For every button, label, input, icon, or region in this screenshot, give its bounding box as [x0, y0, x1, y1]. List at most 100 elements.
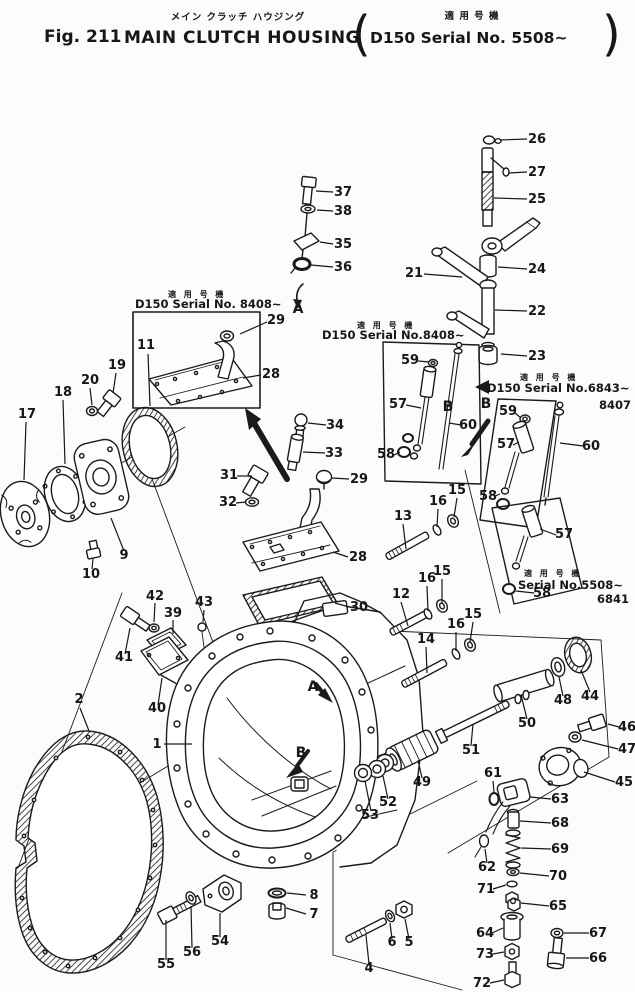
leader-line-19: [112, 372, 117, 394]
part-label-38: 38: [334, 204, 352, 219]
leader-line-24: [497, 266, 528, 270]
leader-line-60: [559, 442, 584, 447]
part-label-31: 31: [220, 468, 238, 483]
serial-box4-label: Serial No.5508~: [518, 578, 623, 592]
shaft-and-pump-cluster: [353, 636, 607, 787]
part-label-44: 44: [581, 689, 599, 704]
part-label-22: 22: [528, 304, 546, 319]
leader-line-21: [423, 273, 463, 278]
part-label-27: 27: [528, 165, 546, 180]
part-label-26: 26: [528, 132, 546, 147]
leader-line-10: [91, 558, 94, 570]
leader-line-13: [402, 523, 407, 550]
part-label-66: 66: [589, 951, 607, 966]
leader-line-42: [153, 602, 156, 623]
part-label-39: 39: [164, 606, 182, 621]
part-label-45: 45: [615, 775, 633, 790]
part-label-28: 28: [349, 550, 367, 565]
part-label-20: 20: [81, 373, 99, 388]
part-label-42: 42: [146, 589, 164, 604]
leader-line-61: [492, 780, 495, 793]
leader-line-8: [286, 892, 307, 896]
part-label-29: 29: [267, 313, 285, 328]
part-label-41: 41: [115, 650, 133, 665]
leader-line-29: [239, 321, 268, 335]
leader-line-57: [405, 404, 422, 409]
part-label-47: 47: [618, 742, 635, 757]
part-label-72: 72: [473, 976, 491, 991]
serial-box-8408-cover: [132, 311, 261, 409]
serial-box4-range-end: 6841: [597, 592, 629, 606]
serial-captions: 適 用 号 機 D150 Serial No. 8408~ 適 用 号 機 D1…: [135, 289, 631, 606]
leader-line-57: [539, 528, 557, 536]
figure-title-block: Fig. 211 メイン クラッチ ハウジング MAIN CLUTCH HOUS…: [44, 6, 621, 62]
part-label-15: 15: [464, 607, 482, 622]
leader-line-25: [493, 197, 528, 200]
part-label-30: 30: [350, 600, 368, 615]
part-label-13: 13: [394, 509, 412, 524]
part-label-18: 18: [54, 385, 72, 400]
leader-line-69: [520, 847, 552, 850]
leader-line-17: [23, 421, 27, 481]
part-label-48: 48: [554, 693, 572, 708]
leader-line-41: [124, 627, 131, 655]
part-label-55: 55: [157, 957, 175, 972]
part-label-51: 51: [462, 743, 480, 758]
part-label-53: 53: [361, 808, 379, 823]
serial-box1-label: D150 Serial No. 8408~: [135, 297, 282, 311]
leader-line-48: [558, 676, 564, 697]
leader-line-64: [491, 927, 504, 934]
part-label-52: 52: [379, 795, 397, 810]
part-label-68: 68: [551, 816, 569, 831]
part-label-16: 16: [447, 617, 465, 632]
leader-line-59: [514, 412, 522, 419]
section-marker-A: A: [293, 301, 304, 317]
leader-line-40: [157, 677, 163, 706]
part-label-6: 6: [387, 935, 396, 950]
serial-box1-jp: 適 用 号 機: [168, 289, 226, 299]
oil-plate-cluster: [241, 408, 340, 626]
part-label-29: 29: [350, 472, 368, 487]
part-label-59: 59: [499, 404, 517, 419]
leader-line-73: [492, 951, 505, 955]
part-label-57: 57: [497, 437, 515, 452]
leader-line-65: [520, 902, 550, 907]
part-label-57: 57: [555, 527, 573, 542]
leader-line-50: [520, 694, 528, 720]
leader-line-2: [79, 707, 90, 732]
leader-line-53: [364, 780, 372, 812]
part-label-2: 2: [74, 692, 83, 707]
leader-line-38: [316, 209, 334, 212]
part-label-43: 43: [195, 595, 213, 610]
part-label-67: 67: [589, 926, 607, 941]
leader-line-56: [190, 905, 193, 949]
leader-line-49: [417, 759, 423, 779]
leader-line-6: [389, 922, 393, 940]
part-label-63: 63: [551, 792, 569, 807]
part-label-46: 46: [618, 720, 635, 735]
leader-line-12: [400, 601, 409, 627]
part-label-32: 32: [219, 495, 237, 510]
part-label-58: 58: [377, 447, 395, 462]
leader-line-58: [515, 590, 535, 594]
part-label-15: 15: [433, 564, 451, 579]
damper-and-cover-cluster: [0, 389, 130, 560]
part-label-15: 15: [448, 483, 466, 498]
housing-gasket-2: [14, 730, 164, 974]
leader-line-59: [417, 360, 430, 363]
leader-line-14: [425, 646, 428, 674]
serial-range: D150 Serial No. 5508~: [370, 29, 567, 47]
leader-line-11: [147, 353, 151, 407]
valve-assembly-cluster: [474, 778, 566, 989]
part-label-8: 8: [309, 888, 318, 903]
leader-line-58: [393, 451, 401, 456]
section-marker-A: A: [308, 679, 319, 695]
part-label-50: 50: [518, 716, 536, 731]
part-label-23: 23: [528, 349, 546, 364]
part-label-60: 60: [582, 439, 600, 454]
part-label-34: 34: [326, 418, 344, 433]
leader-line-16: [426, 585, 429, 612]
serial-box3-label: D150 Serial No.6843~: [487, 381, 630, 395]
part-label-5: 5: [404, 935, 413, 950]
